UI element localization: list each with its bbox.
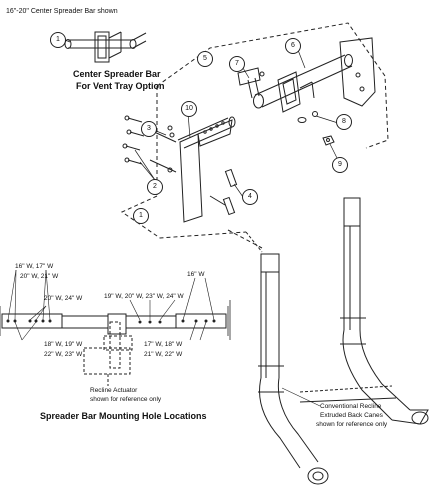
cane-label-line2: Extruded Back Canes xyxy=(320,412,383,419)
callout-5: 5 xyxy=(197,51,213,67)
callout-6-main: 6 xyxy=(285,38,301,54)
width-label-right-top: 16" W xyxy=(187,271,205,278)
top-caption: 16"-20" Center Spreader Bar shown xyxy=(6,8,118,15)
cane-label-line3: shown for reference only xyxy=(316,421,388,428)
callout-8: 8 xyxy=(336,114,352,130)
callout-10: 10 xyxy=(181,101,197,117)
screws-2-3 xyxy=(122,115,177,173)
width-label-center-left: 20" W, 24" W xyxy=(44,295,83,302)
width-label-bottom-right-2: 21" W, 22" W xyxy=(144,351,183,358)
width-label-center-mid: 19" W, 20" W, 23" W, 24" W xyxy=(104,293,184,300)
callout-6-small: 1 xyxy=(50,32,66,48)
part-4-clips xyxy=(209,168,238,216)
width-label-left-top-1: 16" W, 17" W xyxy=(15,263,54,270)
hardware-washers xyxy=(297,111,335,146)
callout-4: 4 xyxy=(242,189,258,205)
width-label-bottom-right-1: 17" W, 18" W xyxy=(144,341,183,348)
callout-9: 9 xyxy=(332,157,348,173)
spreader-bar-title: Spreader Bar Mounting Hole Locations xyxy=(40,411,207,421)
callout-leaders xyxy=(64,39,339,198)
callout-2: 2 xyxy=(147,179,163,195)
main-spreader-bar xyxy=(253,37,376,113)
cane-label-line1: Conventional Recline xyxy=(320,403,382,410)
recline-actuator-line2: shown for reference only xyxy=(90,396,162,403)
center-spreader-bar-small xyxy=(64,31,147,63)
part-7-bracket xyxy=(237,67,265,99)
back-canes-diagram xyxy=(245,197,429,485)
callout-1: 1 xyxy=(133,208,149,224)
callout-3: 3 xyxy=(141,121,157,137)
width-label-bottom-left-2: 22" W, 23" W xyxy=(44,351,83,358)
center-spreader-title-line2: For Vent Tray Option xyxy=(76,81,165,91)
spreader-bar-mounting-diagram xyxy=(0,269,231,386)
part-10-plate xyxy=(177,116,236,223)
recline-actuator-line1: Recline Actuator xyxy=(90,387,138,394)
exploded-view-dashed-outline xyxy=(120,22,389,249)
width-label-bottom-left-1: 18" W, 19" W xyxy=(44,341,83,348)
callout-7: 7 xyxy=(229,56,245,72)
width-label-left-top-2: 20" W, 21" W xyxy=(20,273,59,280)
center-spreader-title-line1: Center Spreader Bar xyxy=(73,69,161,79)
